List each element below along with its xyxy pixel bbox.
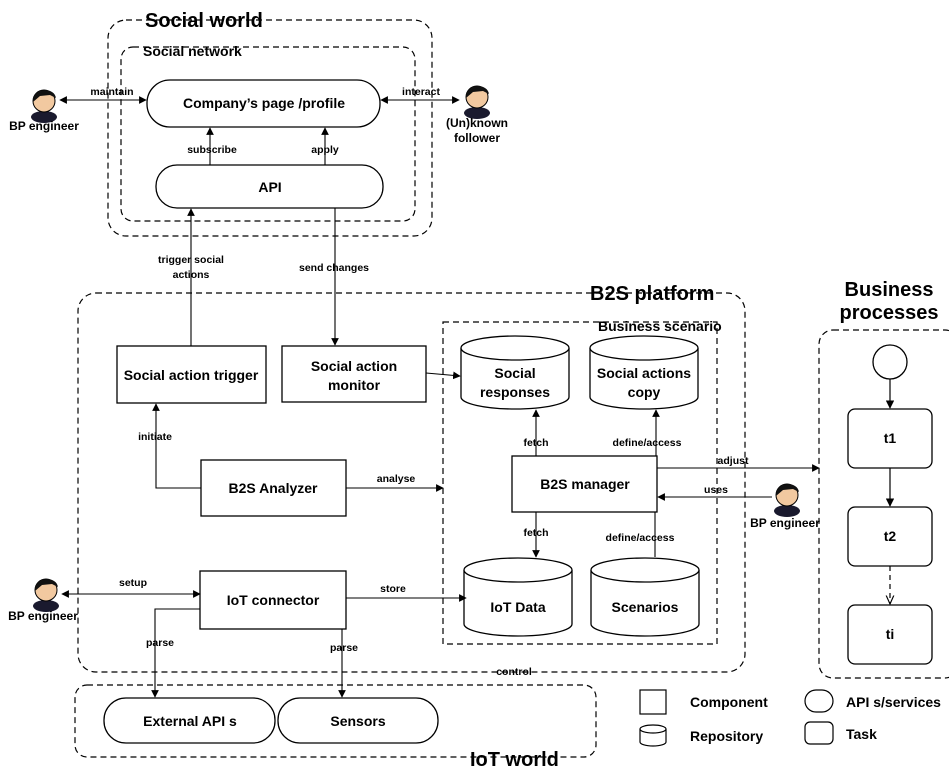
edge-label-apply: apply — [311, 144, 339, 156]
edge-label-parse-left: parse — [146, 637, 174, 649]
legend-repository-swatch — [639, 724, 667, 747]
business-processes-title-line2: processes — [840, 302, 939, 324]
iot-data-label: IoT Data — [490, 599, 545, 615]
legend-api-services-swatch — [804, 689, 834, 713]
b2s-platform-region — [77, 292, 746, 673]
social-action-monitor-node — [281, 345, 427, 403]
social-responses-repo — [460, 335, 570, 410]
business-scenario-title: Business scenario — [598, 318, 722, 334]
social-actions-copy-repo — [589, 335, 699, 410]
legend-component-swatch — [639, 689, 667, 715]
iot-world-region — [74, 684, 597, 758]
social-responses-label-2: responses — [480, 384, 550, 400]
b2s-analyzer-node — [200, 459, 347, 517]
edge-label-initiate: initiate — [138, 431, 172, 443]
bp-engineer-top-label: BP engineer — [9, 119, 79, 133]
social-world-title: Social world — [145, 10, 263, 32]
task-t1-label: t1 — [884, 430, 897, 446]
b2s-manager-node — [511, 455, 658, 513]
b2s-manager-label: B2S manager — [540, 476, 630, 492]
edge-label-trigger-2: actions — [173, 269, 210, 281]
bp-engineer-left-label: BP engineer — [8, 609, 78, 623]
edge-label-maintain: maintain — [90, 86, 133, 98]
iot-connector-label: IoT connector — [227, 592, 320, 608]
social-responses-label-1: Social — [494, 365, 535, 381]
company-page-node — [146, 79, 381, 128]
edge-label-define-access-top: define/access — [613, 437, 682, 449]
scenarios-repo — [590, 557, 700, 637]
iot-data-repo — [463, 557, 573, 637]
social-actions-copy-label-2: copy — [628, 384, 661, 400]
task-t2-label: t2 — [884, 528, 897, 544]
iot-connector-node — [199, 570, 347, 630]
social-network-title: Social network — [143, 43, 242, 59]
follower-label-1: (Un)known — [446, 116, 508, 130]
bp-engineer-left-icon — [33, 578, 59, 612]
company-page-label: Company’s page /profile — [183, 95, 345, 111]
edge-label-define-access-bottom: define/access — [606, 532, 675, 544]
external-apis-node — [103, 697, 276, 744]
sensors-label: Sensors — [330, 713, 385, 729]
edge-label-parse-right: parse — [330, 642, 358, 654]
legend-component-label: Component — [690, 694, 768, 710]
b2s-analyzer-label: B2S Analyzer — [229, 480, 319, 496]
b2s-platform-title: B2S platform — [590, 283, 714, 305]
business-processes-title-line1: Business — [845, 279, 934, 301]
follower-label-2: follower — [454, 131, 500, 145]
process-start-event — [872, 344, 908, 380]
social-network-region — [120, 46, 416, 222]
bp-engineer-right-icon — [774, 483, 800, 517]
task-ti-node — [847, 604, 933, 665]
bp-engineer-right-label: BP engineer — [750, 516, 820, 530]
edge-label-adjust: adjust — [718, 455, 749, 467]
social-action-monitor-label-2: monitor — [328, 377, 381, 393]
edge-label-uses: uses — [704, 484, 728, 496]
legend-repository-label: Repository — [690, 728, 763, 744]
edge-label-control: control — [496, 666, 532, 678]
task-ti-label: ti — [886, 626, 895, 642]
social-action-trigger-node — [116, 345, 267, 404]
legend-task-swatch — [804, 721, 834, 745]
sensors-node — [277, 697, 439, 744]
scenarios-label: Scenarios — [612, 599, 679, 615]
bp-engineer-top-icon — [31, 89, 57, 123]
external-apis-label: External API s — [143, 713, 237, 729]
social-action-monitor-label-1: Social action — [311, 358, 397, 374]
edge-label-trigger-1: trigger social — [158, 254, 224, 266]
iot-world-title: IoT world — [470, 749, 559, 769]
social-world-region — [107, 19, 433, 237]
edge-label-analyse: analyse — [377, 473, 416, 485]
social-actions-copy-label-1: Social actions — [597, 365, 691, 381]
edge-label-fetch-bottom: fetch — [523, 527, 548, 539]
edge-parse-left — [151, 608, 200, 698]
edge-label-send-changes: send changes — [299, 262, 369, 274]
follower-icon — [464, 85, 490, 119]
legend: Component Repository API s/services Task — [639, 689, 941, 747]
edge-label-fetch-top: fetch — [523, 437, 548, 449]
api-node — [155, 164, 384, 209]
edge-initiate — [152, 403, 201, 489]
edge-label-subscribe: subscribe — [187, 144, 237, 156]
business-processes-region — [818, 329, 949, 679]
social-action-trigger-label: Social action trigger — [124, 367, 259, 383]
edge-label-store: store — [380, 583, 406, 595]
edge-monitor-to-responses — [425, 371, 461, 380]
legend-api-services-label: API s/services — [846, 694, 941, 710]
edge-label-interact: interact — [402, 86, 440, 98]
legend-task-label: Task — [846, 726, 877, 742]
edge-label-setup: setup — [119, 577, 147, 589]
business-scenario-region — [442, 321, 718, 645]
api-label: API — [258, 179, 281, 195]
